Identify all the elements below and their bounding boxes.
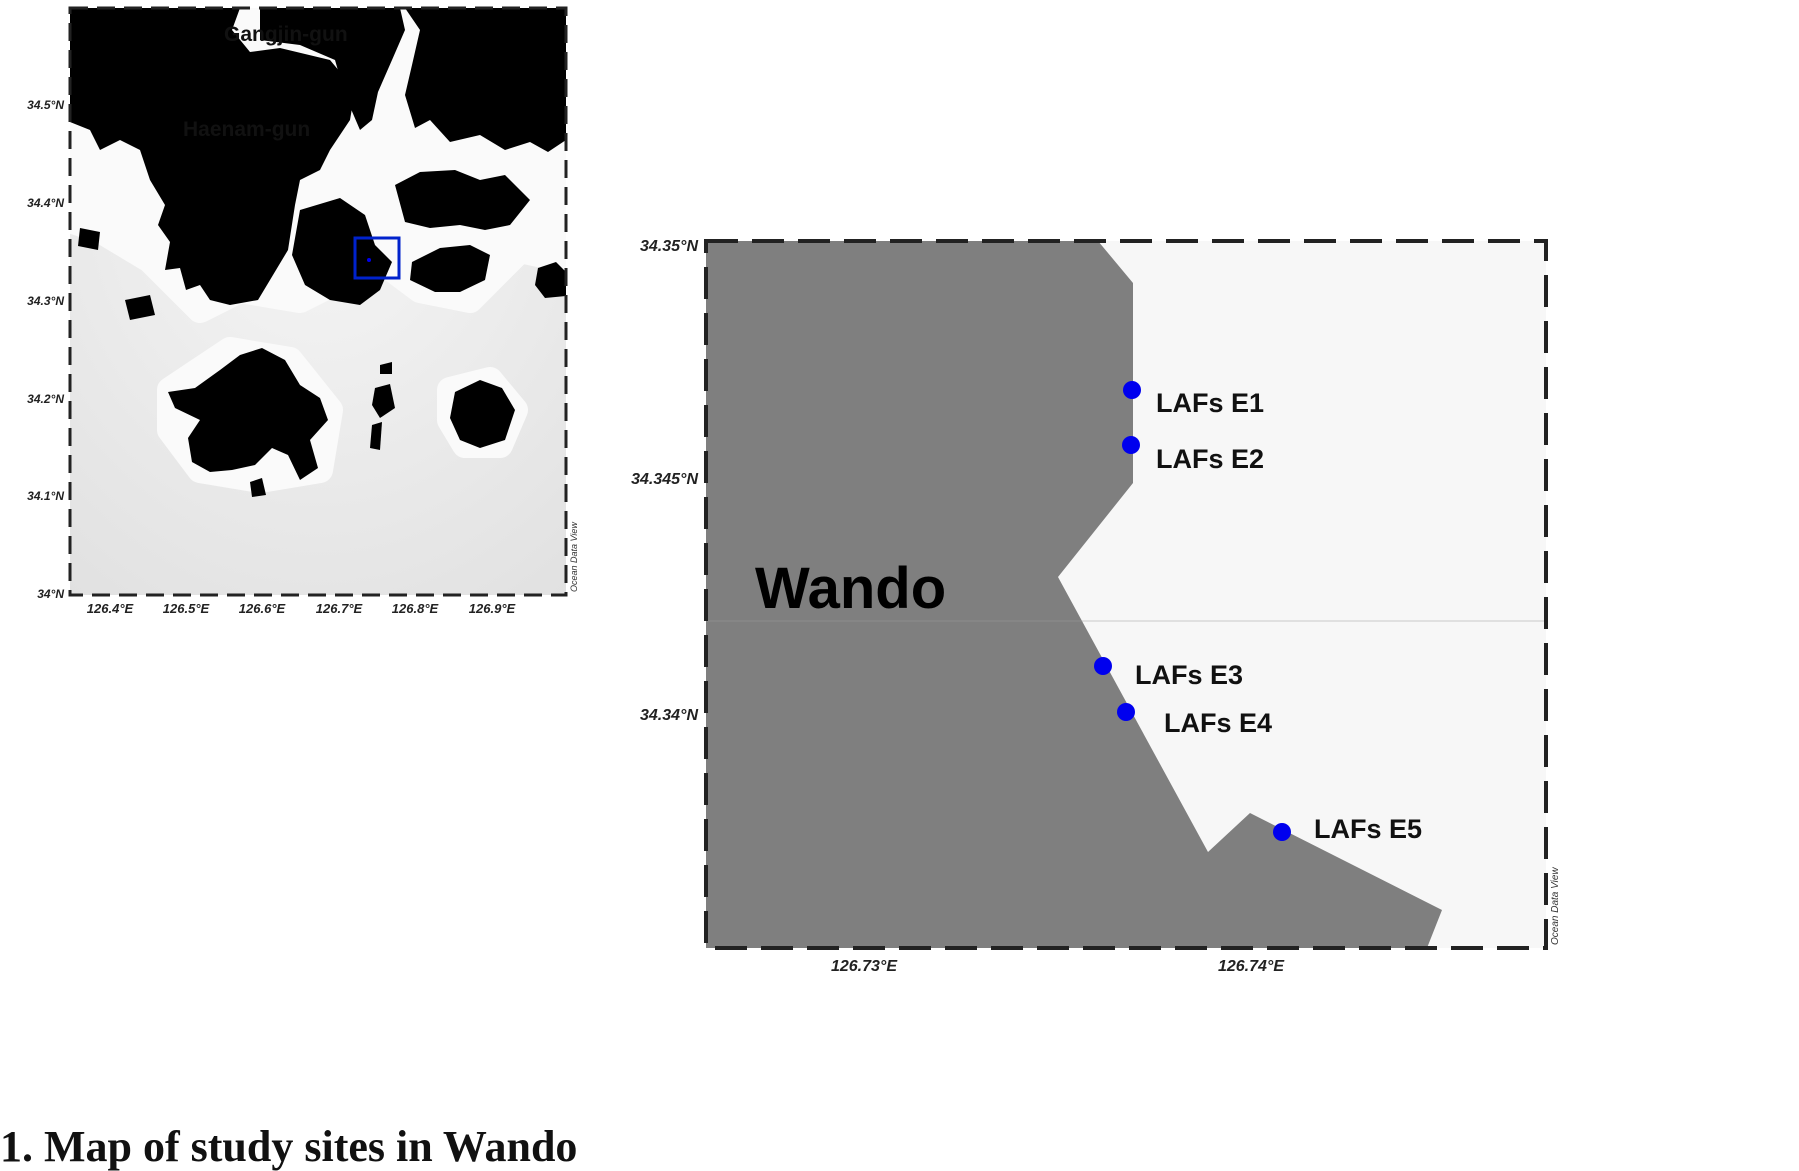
place-label-haenam: Haenam-gun xyxy=(183,118,310,141)
lon-tick-label: 126.73°E xyxy=(831,958,898,975)
overview-landmass xyxy=(70,8,566,497)
lat-tick-label: 34.34°N xyxy=(640,707,698,724)
lon-tick-label: 126.9°E xyxy=(469,601,516,616)
lon-tick-label: 126.8°E xyxy=(392,601,439,616)
station-label: LAFs E2 xyxy=(1156,444,1264,474)
station-label: LAFs E3 xyxy=(1135,660,1243,690)
lon-tick-label: 126.74°E xyxy=(1218,958,1285,975)
study-area-box xyxy=(353,236,401,280)
lat-tick-label: 34.35°N xyxy=(640,238,698,255)
ocean-data-view-credit: Ocean Data View xyxy=(569,522,579,592)
lat-tick-label: 34°N xyxy=(37,587,64,601)
overview-map: Gangjin-gun Haenam-gun 34.5°N 34.4°N 34.… xyxy=(27,6,579,616)
figure-caption: 1. Map of study sites in Wando xyxy=(0,1122,578,1171)
lat-tick-label: 34.1°N xyxy=(27,489,64,503)
wando-coast-land xyxy=(706,241,1442,948)
station-marker xyxy=(1094,657,1112,675)
station-label: LAFs E1 xyxy=(1156,388,1264,418)
station-label: LAFs E5 xyxy=(1314,814,1422,844)
lon-tick-label: 126.6°E xyxy=(239,601,286,616)
station-marker xyxy=(1273,823,1291,841)
lat-tick-label: 34.3°N xyxy=(27,294,64,308)
lat-tick-label: 34.4°N xyxy=(27,196,64,210)
place-label-gangjin: Gangjin-gun xyxy=(224,23,348,46)
lat-tick-label: 34.345°N xyxy=(631,471,698,488)
station-marker xyxy=(1117,703,1135,721)
lat-tick-label: 34.5°N xyxy=(27,98,64,112)
lon-tick-label: 126.4°E xyxy=(87,601,134,616)
lon-tick-label: 126.7°E xyxy=(316,601,363,616)
ocean-data-view-credit: Ocean Data View xyxy=(1550,867,1561,945)
station-markers: LAFs E1 LAFs E2 LAFs E3 LAFs E4 LAFs E5 xyxy=(1094,381,1422,844)
region-label-wando: Wando xyxy=(755,556,946,621)
lon-tick-label: 126.5°E xyxy=(163,601,210,616)
station-marker xyxy=(1122,436,1140,454)
lat-tick-label: 34.2°N xyxy=(27,392,64,406)
station-label: LAFs E4 xyxy=(1164,708,1272,738)
overview-land xyxy=(70,8,566,497)
station-marker xyxy=(1123,381,1141,399)
